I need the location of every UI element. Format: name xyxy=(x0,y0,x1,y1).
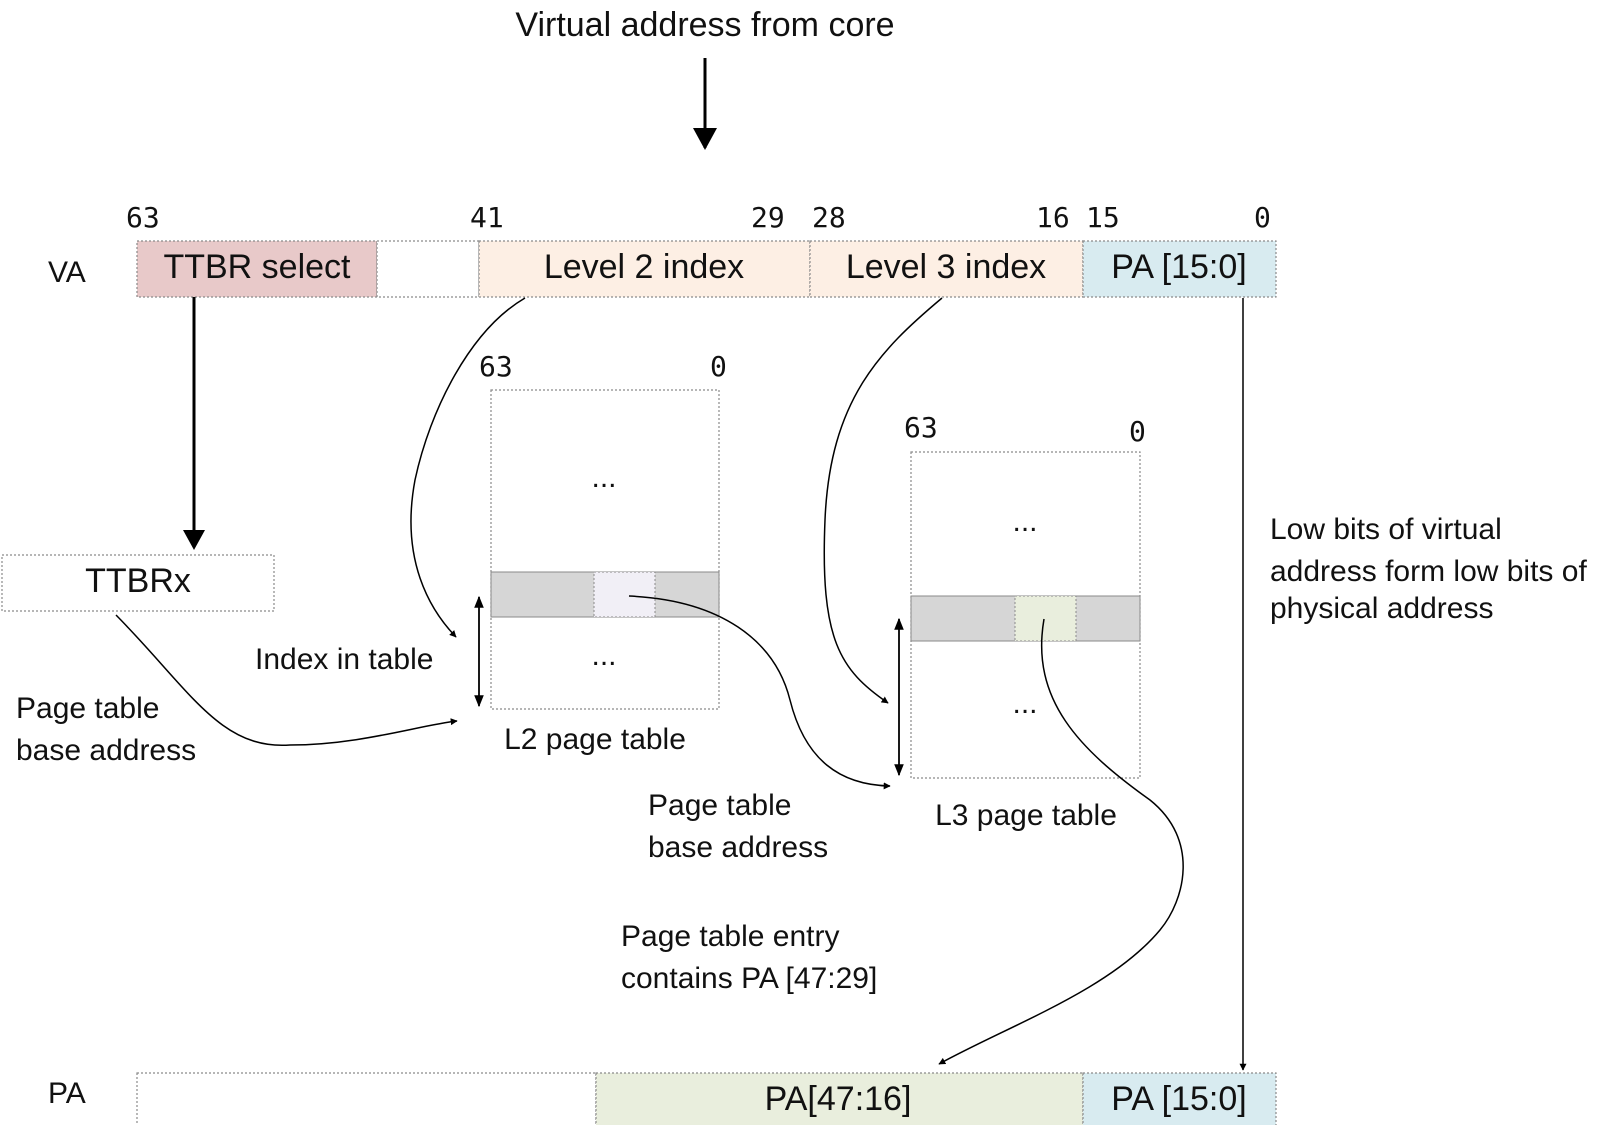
va-field-unused xyxy=(376,240,480,298)
diagram-title: Virtual address from core xyxy=(515,6,894,44)
l3-table-entry xyxy=(1014,595,1077,642)
ttbrx-label: TTBRx xyxy=(85,562,191,600)
l2-page-table: 63 0 ... ... L2 page table xyxy=(479,350,727,756)
va-level3-index-label: Level 3 index xyxy=(846,248,1046,286)
l3-ellipsis-top: ... xyxy=(1012,505,1037,538)
l3-ellipsis-bottom: ... xyxy=(1012,687,1037,720)
pte-label-line2: contains PA [47:29] xyxy=(621,962,877,995)
va-bit-41: 41 xyxy=(470,201,504,234)
ttbrx-register xyxy=(1,554,275,612)
level2-index-to-l2-curve xyxy=(410,297,526,638)
low-bits-label-line1: Low bits of virtual xyxy=(1270,513,1502,546)
pa-high-label: PA[47:16] xyxy=(765,1080,912,1118)
pa-field-pa-low xyxy=(1082,1072,1277,1125)
pt-base-label-2-line2: base address xyxy=(648,831,828,864)
l2-table-body xyxy=(490,389,720,710)
va-register: TTBR select Level 2 index Level 3 index … xyxy=(136,240,1277,298)
va-ttbr-select-label: TTBR select xyxy=(163,248,351,286)
va-field-level2-index xyxy=(478,240,811,298)
pa-low-label: PA [15:0] xyxy=(1111,1080,1246,1118)
pt-base-label-1-line2: base address xyxy=(16,734,196,767)
pa-field-unused xyxy=(136,1072,597,1125)
l3-entry-to-pa-curve xyxy=(938,618,1184,1065)
index-in-table-label: Index in table xyxy=(255,643,433,676)
va-bit-16: 16 xyxy=(1036,201,1070,234)
va-bit-63: 63 xyxy=(126,201,160,234)
va-row-label: VA xyxy=(48,256,86,289)
l3-bit-0: 0 xyxy=(1129,415,1146,448)
pa-row-label: PA xyxy=(48,1077,86,1110)
l2-table-entry xyxy=(593,571,656,618)
va-bit-28: 28 xyxy=(812,201,846,234)
ttbrx-to-l2-curve xyxy=(115,614,458,746)
l2-bit-0: 0 xyxy=(710,350,727,383)
pte-label-line1: Page table entry xyxy=(621,920,839,953)
va-pa-low-label: PA [15:0] xyxy=(1111,248,1246,286)
pt-base-label-2-line1: Page table xyxy=(648,789,791,822)
pa-field-pa-high xyxy=(595,1072,1084,1125)
core-arrow-head xyxy=(693,128,717,150)
l2-table-caption: L2 page table xyxy=(504,723,686,756)
low-bits-label-line3: physical address xyxy=(1270,592,1493,625)
l3-table-caption: L3 page table xyxy=(935,799,1117,832)
low-bits-label-line2: address form low bits of xyxy=(1270,555,1587,588)
va-bit-15: 15 xyxy=(1086,201,1120,234)
va-field-level3-index xyxy=(809,240,1084,298)
va-level2-index-label: Level 2 index xyxy=(544,248,744,286)
va-bit-29: 29 xyxy=(751,201,785,234)
l3-page-table: 63 0 ... ... L3 page table xyxy=(904,411,1146,832)
l2-ellipsis-bottom: ... xyxy=(591,639,616,672)
l2-bit-63: 63 xyxy=(479,350,513,383)
level3-index-to-l3-curve xyxy=(823,297,943,704)
pa-register: PA[47:16] PA [15:0] xyxy=(136,1072,1277,1125)
ttbr-select-arrow-head xyxy=(183,530,205,550)
pt-base-label-1-line1: Page table xyxy=(16,692,159,725)
l2-ellipsis-top: ... xyxy=(591,461,616,494)
va-bit-0: 0 xyxy=(1254,201,1271,234)
va-field-pa-low xyxy=(1082,240,1277,298)
l3-bit-63: 63 xyxy=(904,411,938,444)
l2-entry-to-l3-curve xyxy=(628,595,891,790)
